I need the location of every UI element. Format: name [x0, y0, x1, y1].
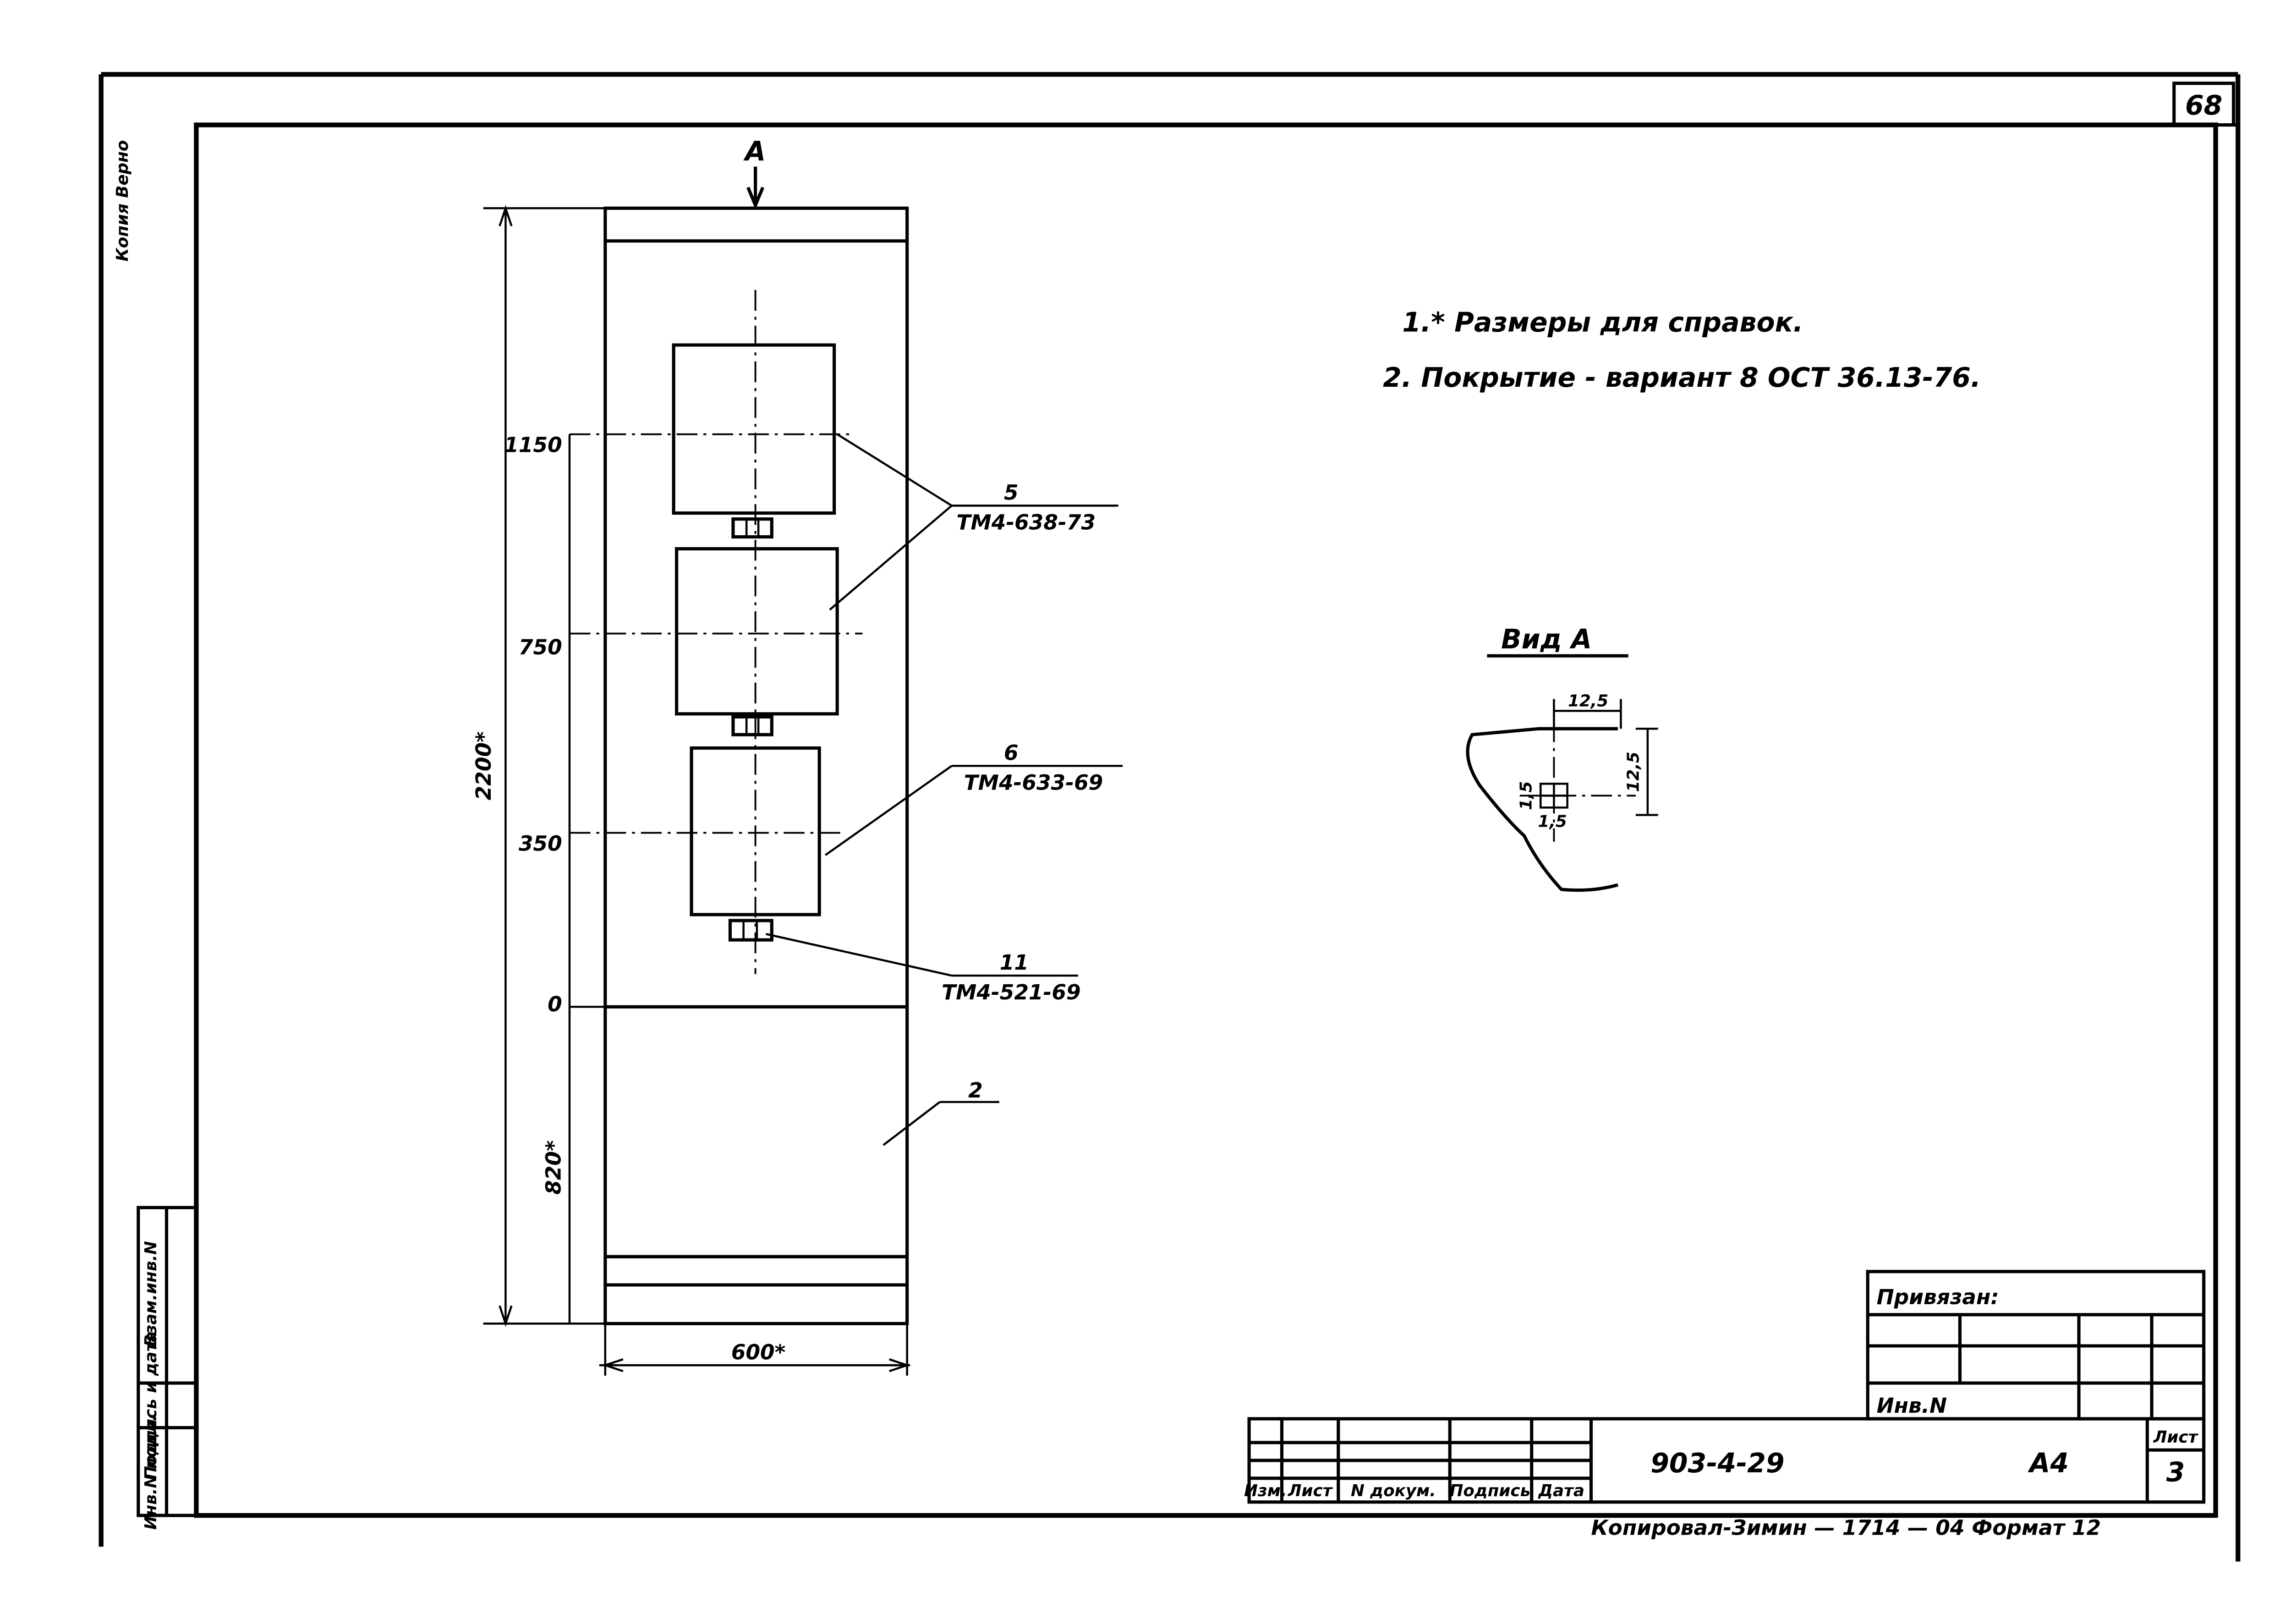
callout-11-pos: 11 — [1000, 950, 1029, 975]
view-a-dim-height: 12,5 — [1624, 752, 1643, 792]
view-a-dim-width: 12,5 — [1568, 692, 1608, 711]
label-plate-3 — [728, 919, 773, 942]
side-stamp-cell-3: Взам.инв.N — [142, 1241, 160, 1347]
note-line-2: 2. Покрытие - вариант 8 ОСТ 36.13-76. — [1383, 362, 1981, 393]
view-a-title: Вид А — [1501, 624, 1592, 655]
title-header-doc: N докум. — [1351, 1481, 1436, 1500]
title-header-list: Лист — [1288, 1481, 1333, 1500]
note-line-1: 1.* Размеры для справок. — [1402, 307, 1803, 338]
dim-height-total: 2200* — [471, 731, 496, 800]
view-a-detail: Вид А 12,5 12,5 1,5 1,5 — [1466, 624, 1658, 892]
sheet-label: Лист — [2153, 1428, 2199, 1447]
view-a-marker: А — [743, 136, 766, 167]
title-header-date: Дата — [1538, 1481, 1584, 1500]
dim-level-750: 750 — [519, 635, 562, 659]
dim-width: 600* — [731, 1340, 786, 1364]
instrument-box-1 — [672, 343, 836, 515]
privyazan-label: Привязан: — [1877, 1285, 1999, 1309]
callout-6-ref: ТМ4-633-69 — [964, 770, 1103, 795]
label-plate-1 — [731, 517, 773, 539]
callout-5-ref: ТМ4-638-73 — [957, 510, 1096, 534]
privyazan-inv-label: Инв.N — [1877, 1394, 1947, 1418]
dim-level-820: 820* — [542, 1140, 566, 1195]
view-a-outline — [1466, 727, 1618, 892]
main-view: А 2200* — [471, 136, 1123, 1376]
instrument-box-3 — [690, 746, 821, 916]
doc-code: 903-4-29 — [1650, 1448, 1784, 1479]
instrument-box-2 — [675, 547, 839, 716]
cabinet-outline — [603, 206, 909, 1325]
dim-level-350: 350 — [519, 831, 562, 856]
callout-2-pos: 2 — [968, 1078, 983, 1103]
view-a-dim-small-1: 1,5 — [1517, 781, 1536, 810]
label-plate-2 — [731, 715, 773, 736]
dim-level-0: 0 — [548, 992, 562, 1016]
privyazan-block: Привязан: Инв.N — [1866, 1270, 2206, 1421]
sheet-frame — [99, 72, 2241, 1562]
side-stamp-cell-1: Инв.N подл. — [142, 1415, 160, 1530]
callout-11-ref: ТМ4-521-69 — [942, 980, 1081, 1004]
view-a-dim-small-2: 1,5 — [1538, 812, 1567, 831]
callout-5-pos: 5 — [1004, 480, 1019, 505]
format-note: Копировал-Зимин — 1714 — 04 Формат 12 — [1591, 1515, 2101, 1540]
callout-6-pos: 6 — [1004, 741, 1019, 765]
title-block: Изм. Лист N докум. Подпись Дата 903-4-29… — [1244, 1417, 2206, 1540]
doc-format: А4 — [2028, 1448, 2069, 1479]
page-number: 68 — [2185, 90, 2222, 121]
sheet-number: 3 — [2166, 1456, 2185, 1487]
side-stamp-cell-2: Подпись и дата — [142, 1331, 160, 1480]
copy-label: Копия Верно — [113, 140, 132, 262]
title-header-izm: Изм. — [1244, 1481, 1287, 1500]
notes: 1.* Размеры для справок. 2. Покрытие - в… — [1383, 307, 1981, 393]
title-header-sign: Подпись — [1450, 1481, 1531, 1500]
dim-level-1150: 1150 — [504, 433, 562, 457]
side-stamp: Инв.N подл. Подпись и дата Взам.инв.N — [137, 1206, 198, 1530]
page-number-box: 68 — [2172, 82, 2236, 127]
